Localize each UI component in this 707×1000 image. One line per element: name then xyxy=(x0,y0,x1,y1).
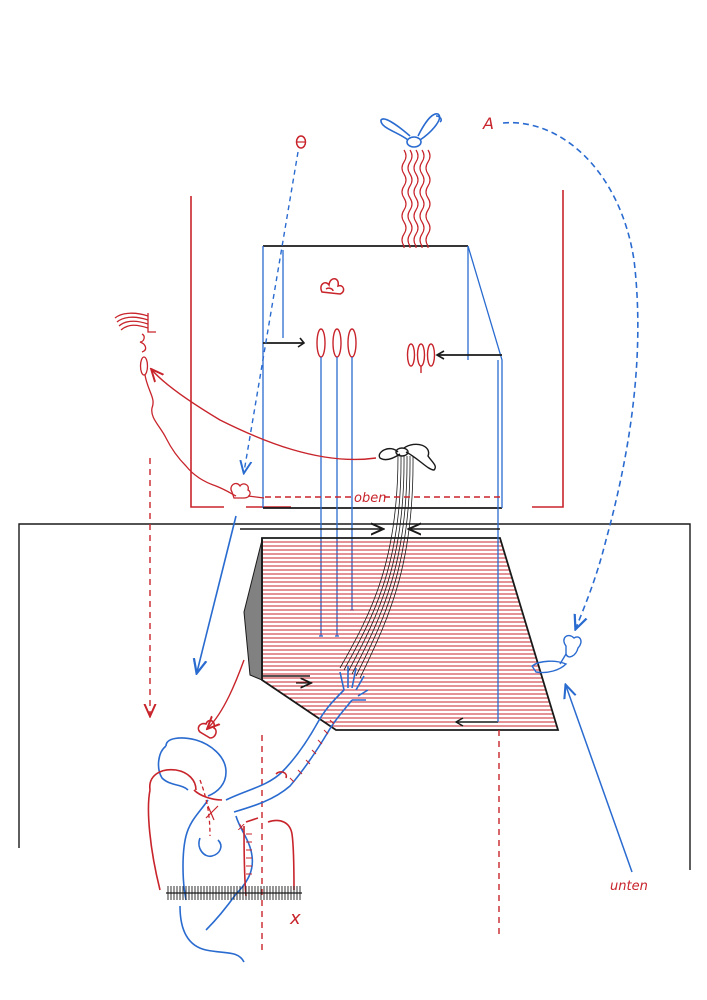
figure-red-dashed xyxy=(199,779,211,837)
red-cloud-glyph xyxy=(320,278,345,295)
red-left-curve-arrow xyxy=(208,659,245,728)
comb-base xyxy=(166,886,302,900)
b-label xyxy=(295,135,307,149)
b-dashed-line xyxy=(244,151,299,472)
blue-left-arrow xyxy=(197,515,237,672)
red-ovals-left xyxy=(316,328,357,358)
outer-frame xyxy=(18,523,691,870)
unten-arrow xyxy=(566,686,633,873)
upper-box xyxy=(262,245,503,509)
blue-bow-knot-top xyxy=(380,113,442,148)
left-trumpet-cord xyxy=(114,312,265,499)
red-ovals-right xyxy=(406,343,436,373)
a-label: A xyxy=(482,114,494,133)
red-long-curve xyxy=(152,370,377,461)
red-trapezoid xyxy=(243,360,560,731)
a-dashed-arc xyxy=(502,121,639,628)
red-upper-frame xyxy=(190,190,564,508)
blue-flower-right xyxy=(531,634,582,674)
oben-label: oben xyxy=(354,491,386,506)
x-mark: x xyxy=(289,908,301,929)
bow-knot-center xyxy=(378,443,437,471)
red-wavy-ribbon xyxy=(401,149,431,248)
arm-ticks xyxy=(246,719,335,875)
unten-label: unten xyxy=(610,879,648,894)
figure-red xyxy=(147,719,295,897)
red-dashed-verticals xyxy=(150,458,500,950)
black-strings xyxy=(339,455,414,679)
x-mark-small: x xyxy=(237,820,245,833)
